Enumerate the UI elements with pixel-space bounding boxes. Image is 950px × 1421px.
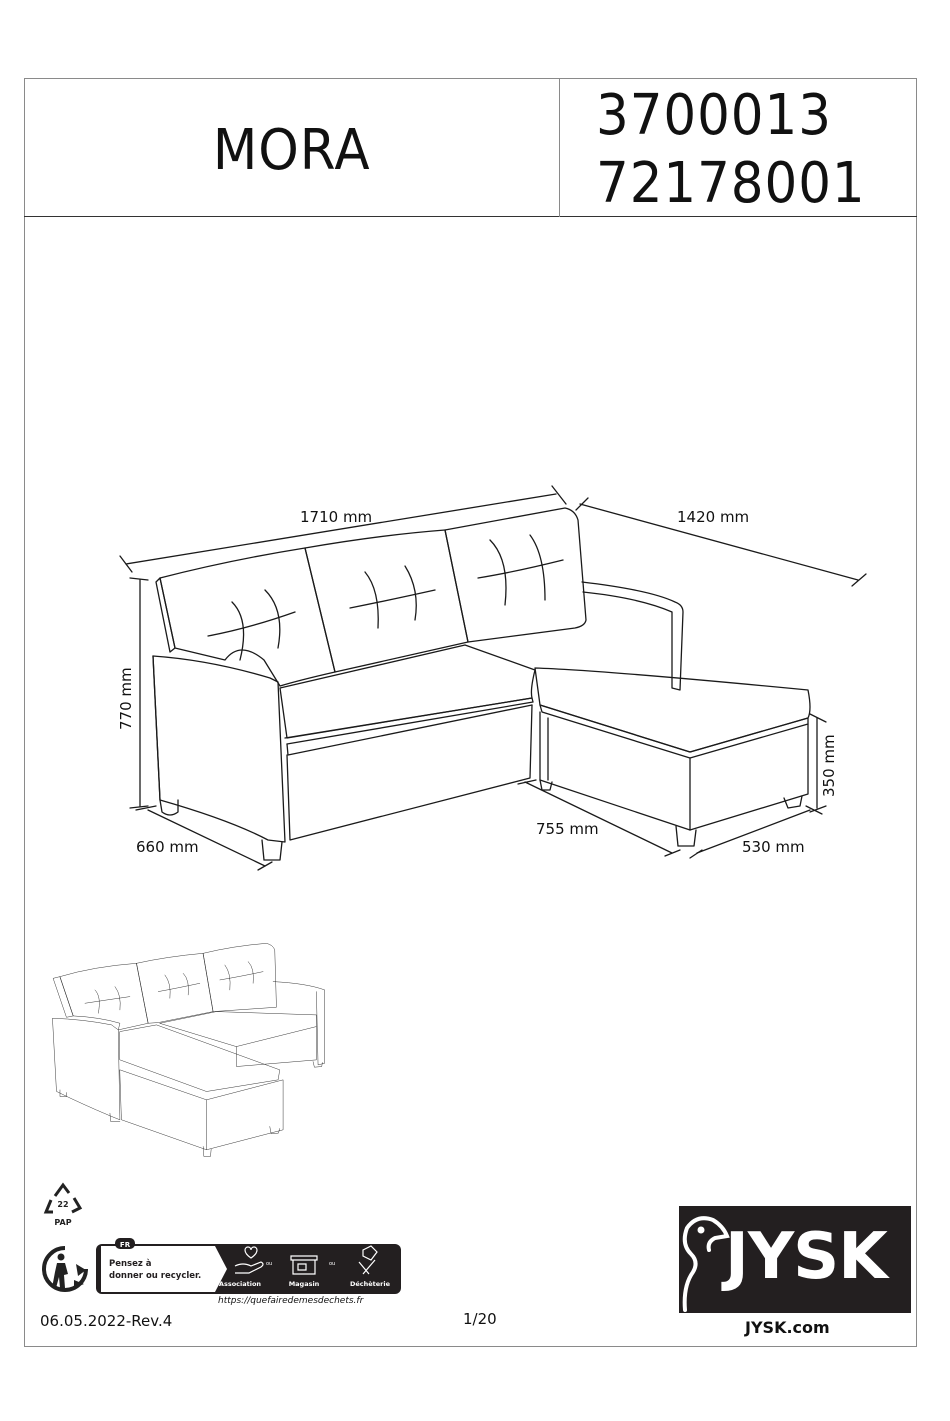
product-name: MORA xyxy=(212,118,371,183)
recycling-info-banner: FR Pensez à donner ou recycler. ou ou As… xyxy=(96,1238,401,1294)
option-magasin: Magasin xyxy=(289,1280,320,1288)
dim-chaise-inner: 755 mm xyxy=(536,820,599,838)
jysk-website[interactable]: JYSK.com xyxy=(745,1318,830,1337)
date-revision: 06.05.2022-Rev.4 xyxy=(40,1312,173,1330)
item-numbers: 3700013 72178001 xyxy=(596,82,889,218)
jysk-logo: JYSK xyxy=(679,1206,911,1313)
recycling-url[interactable]: https://quefairedemesdechets.fr xyxy=(218,1296,364,1306)
item-number-1: 3700013 xyxy=(596,83,832,148)
svg-text:22: 22 xyxy=(57,1200,68,1209)
svg-text:donner ou recycler.: donner ou recycler. xyxy=(109,1271,201,1281)
pap-recycle-icon: 22 PAP xyxy=(43,1182,83,1227)
item-number-2: 72178001 xyxy=(596,151,866,216)
dim-chaise-length: 1420 mm xyxy=(677,508,749,526)
triman-icon xyxy=(42,1246,88,1292)
jysk-wordmark: JYSK xyxy=(725,1220,888,1294)
option-decheterie: Déchèterie xyxy=(350,1280,391,1288)
dim-depth: 660 mm xyxy=(136,838,199,856)
product-name-cell: MORA xyxy=(24,78,560,217)
dim-back-width: 1710 mm xyxy=(300,508,372,526)
dim-seat-height: 350 mm xyxy=(820,734,838,797)
svg-text:ou: ou xyxy=(266,1261,272,1267)
option-association: Association xyxy=(219,1280,262,1288)
page-number: 1/20 xyxy=(463,1310,497,1328)
page-frame xyxy=(24,78,917,1347)
svg-text:Pensez à: Pensez à xyxy=(109,1259,152,1269)
svg-text:PAP: PAP xyxy=(54,1218,71,1227)
title-block: MORA 3700013 72178001 xyxy=(24,78,917,217)
dim-height: 770 mm xyxy=(117,667,135,730)
dim-chaise-width: 530 mm xyxy=(742,838,805,856)
bird-icon xyxy=(682,1216,730,1312)
svg-text:FR: FR xyxy=(120,1241,131,1249)
svg-text:ou: ou xyxy=(329,1261,335,1267)
